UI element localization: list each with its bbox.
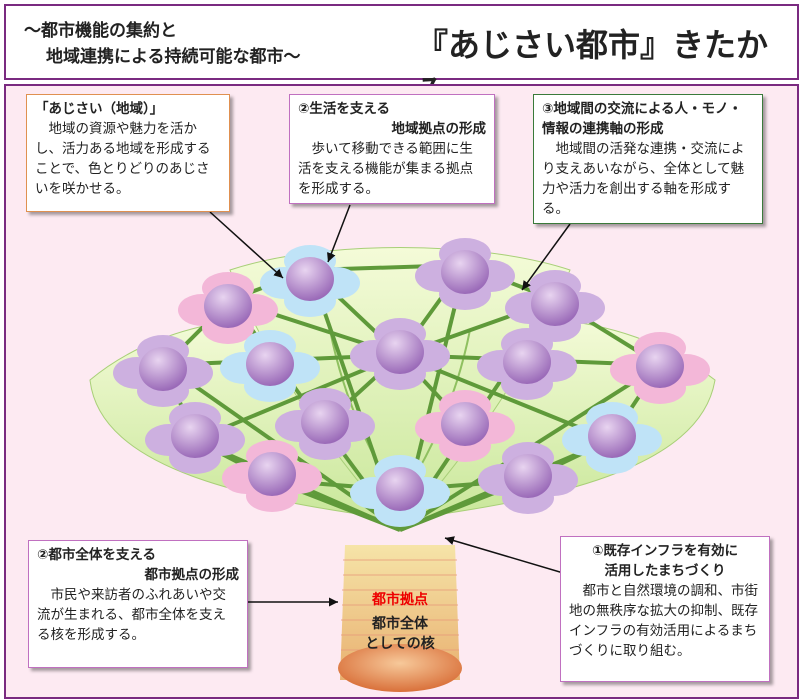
callout-infra-body: 都市と自然環境の調和、市街地の無秩序な拡大の抑制、既存インフラの有効活用によるま… [569, 583, 758, 659]
core-line2: としての核 [365, 636, 435, 652]
callout-toshi-head1: ②都市全体を支える [37, 547, 157, 563]
flower-blue [260, 245, 360, 317]
callout-ajisai: 「あじさい（地域）」 地域の資源や魅力を活かし、活力ある地域を形成することで、色… [26, 94, 230, 212]
callout-infra-head1: ①既存インフラを有効に [591, 543, 739, 559]
callout-seikatsu: ②生活を支える 地域拠点の形成 歩いて移動できる範囲に生活を支える機能が集まる拠… [289, 94, 495, 204]
callout-seikatsu-head2: 地域拠点の形成 [391, 121, 487, 137]
subtitle-line2: 地域連携による持続可能な都市～ [46, 47, 301, 67]
flower-purple [145, 402, 245, 474]
flower-purple [477, 328, 577, 400]
flowers [113, 238, 710, 527]
core-text: 都市全体 としての核 [340, 614, 460, 654]
callout-toshi: ②都市全体を支える 都市拠点の形成 市民や来訪者のふれあいや交流が生まれる、都市… [28, 540, 248, 668]
callout-renkei-body: 地域間の活発な連携・交流により支えあいながら、全体として魅力や活力を創出する軸を… [542, 141, 745, 217]
core-label: 都市拠点 [372, 592, 428, 608]
callout-ajisai-head: 「あじさい（地域）」 [35, 101, 164, 117]
flower-purple [113, 335, 213, 407]
callout-infra: ①既存インフラを有効に 活用したまちづくり 都市と自然環境の調和、市街地の無秩序… [560, 536, 770, 682]
flower-purple [415, 238, 515, 310]
flower-pink [415, 390, 515, 462]
flower-pink [222, 440, 322, 512]
flower-blue [350, 455, 450, 527]
flower-blue [562, 402, 662, 474]
flower-purple [505, 270, 605, 342]
arrows [209, 204, 571, 607]
flower-purple [350, 318, 450, 390]
flower-blue [220, 330, 320, 402]
flower-purple [275, 388, 375, 460]
callout-renkei: ③地域間の交流による人・モノ・情報の連携軸の形成 地域間の活発な連携・交流により… [533, 94, 763, 224]
flower-pink [610, 332, 710, 404]
callout-seikatsu-head1: ②生活を支える [298, 101, 391, 117]
callout-infra-head2: 活用したまちづくり [604, 563, 726, 579]
core-line1: 都市全体 [372, 616, 428, 632]
trunk [338, 545, 462, 692]
flower-purple [478, 442, 578, 514]
callout-toshi-head2: 都市拠点の形成 [144, 567, 240, 583]
flower-pink [178, 272, 278, 344]
callout-ajisai-body: 地域の資源や魅力を活かし、活力ある地域を形成することで、色とりどりのあじさいを咲… [35, 121, 211, 197]
callout-toshi-body: 市民や来訪者のふれあいや交流が生まれる、都市全体を支える核を形成する。 [37, 587, 226, 643]
subtitle-line1: ～都市機能の集約と [24, 21, 177, 41]
callout-seikatsu-body: 歩いて移動できる範囲に生活を支える機能が集まる拠点を形成する。 [298, 141, 474, 197]
callout-renkei-head: ③地域間の交流による人・モノ・情報の連携軸の形成 [542, 101, 743, 137]
